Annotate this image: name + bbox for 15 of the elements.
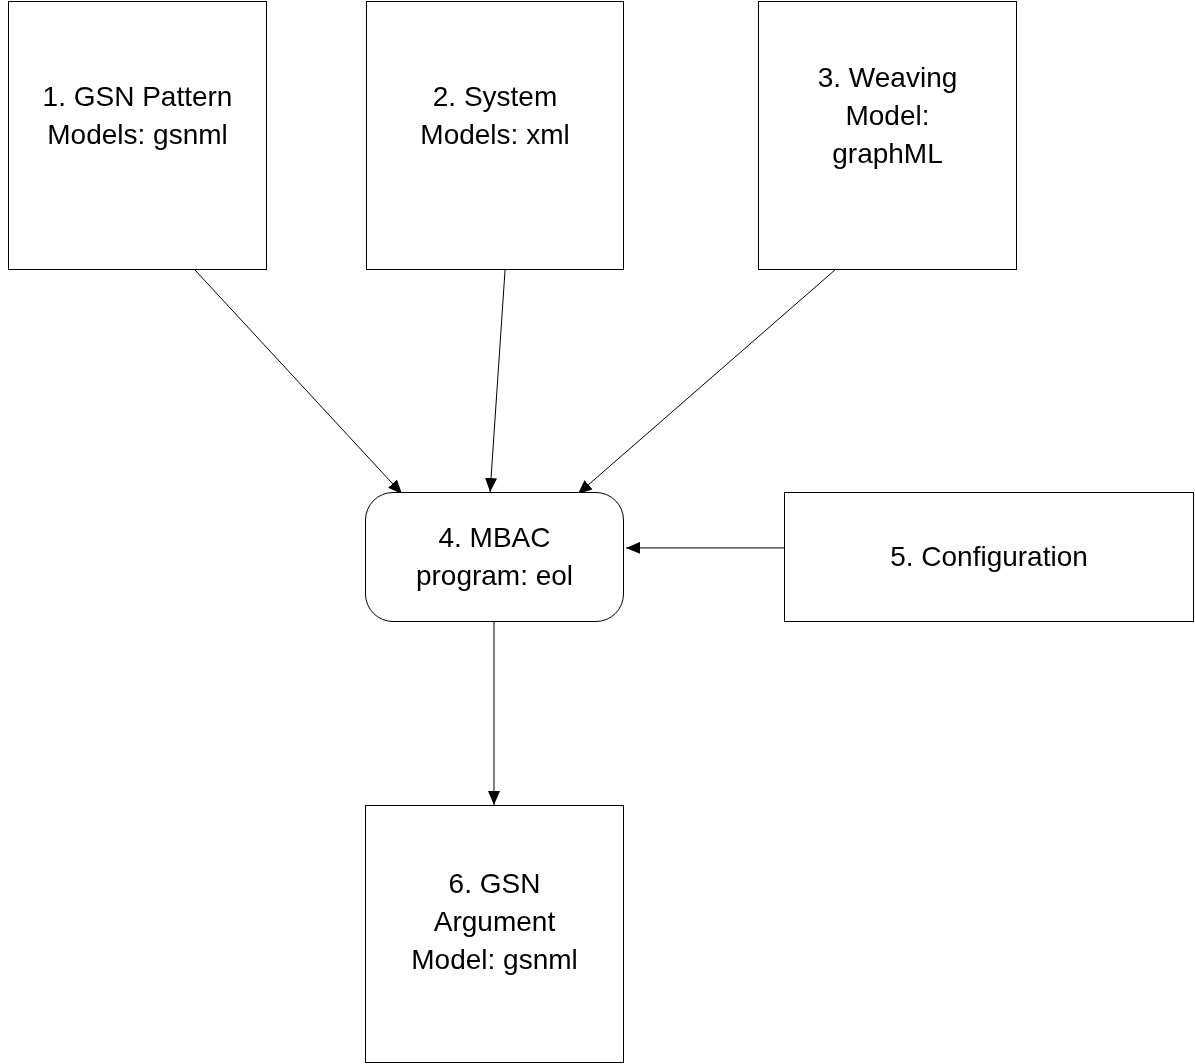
- process-box: [8, 1, 267, 270]
- box-label: 2. System Models: xml: [419, 79, 571, 152]
- box-label: 6. GSN Argument Model: gsnml: [410, 867, 579, 977]
- arrow: [625, 541, 785, 554]
- process-box: [366, 1, 624, 270]
- box-label: 4. MBAC program: eol: [414, 521, 575, 593]
- process-rounded-box: [365, 492, 624, 622]
- box-label: 3. Weaving Model: graphML: [816, 60, 959, 171]
- process-box: [365, 805, 624, 1063]
- process-box: [758, 1, 1017, 270]
- arrow: [485, 269, 506, 493]
- box-label: 1. GSN Pattern Models: gsnml: [41, 79, 234, 152]
- process-box: [784, 492, 1194, 622]
- arrow: [488, 621, 500, 806]
- box-label: 5. Configuration: [890, 540, 1088, 574]
